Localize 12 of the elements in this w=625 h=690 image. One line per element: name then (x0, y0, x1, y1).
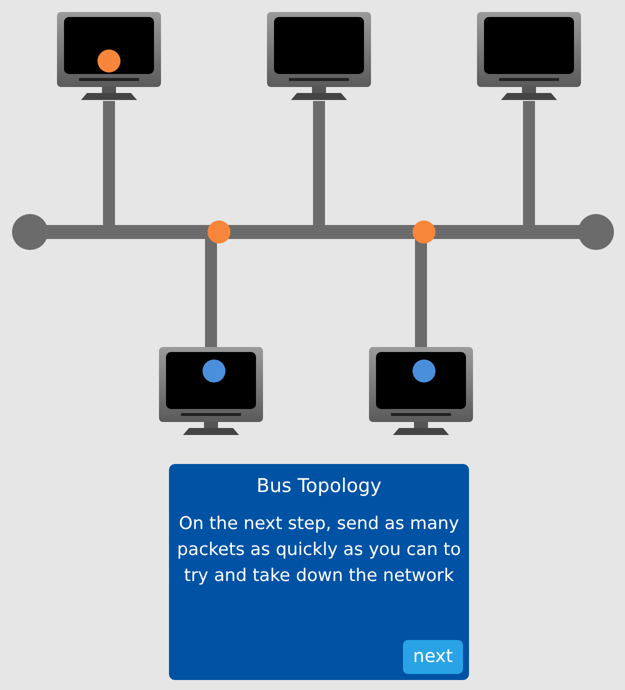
monitor-drawing (159, 347, 263, 436)
panel-text: On the next step, send as many packets as quickly as you can to try and take down the network (176, 513, 462, 588)
monitor-drawing (57, 12, 161, 101)
network-cable (205, 239, 217, 347)
monitor-drawing (477, 12, 581, 101)
panel-title: Bus Topology (256, 474, 382, 498)
monitor-drawing (369, 347, 473, 436)
network-cable (415, 239, 427, 347)
bus-cable (12, 214, 614, 250)
monitor-drawing (267, 12, 371, 101)
info-panel (169, 464, 469, 680)
next-button: next (403, 640, 463, 674)
